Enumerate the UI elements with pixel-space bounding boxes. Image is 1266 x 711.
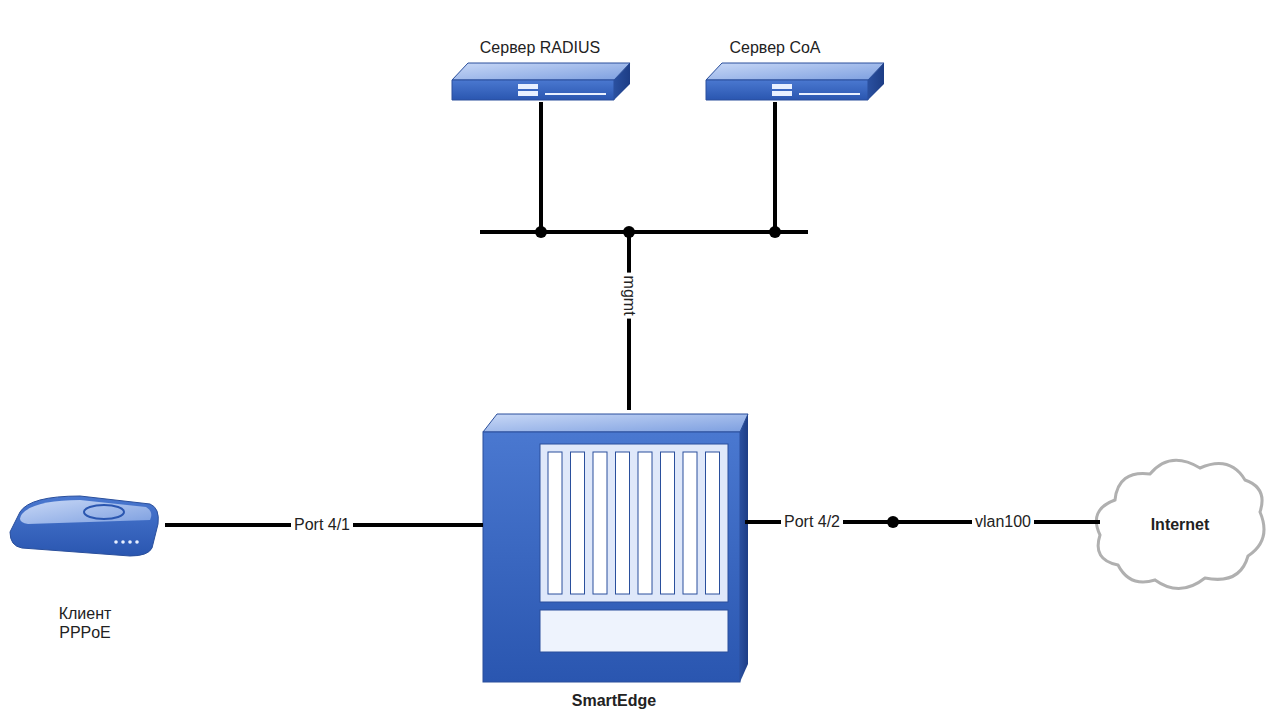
link-label: Port 4/1 xyxy=(291,515,353,534)
cloud-node: Internet xyxy=(1100,470,1260,580)
port-label: Port 4/2 xyxy=(781,512,843,531)
interface-label: mgmt xyxy=(619,273,638,319)
network-link xyxy=(629,102,775,410)
node-label: Сервер CoA xyxy=(729,38,820,57)
link-label: vlan100 xyxy=(972,512,1034,531)
router-node: SmartEdge xyxy=(483,410,745,710)
server-node: Сервер CoA xyxy=(675,38,875,102)
modem-icon xyxy=(10,496,158,556)
server-icon xyxy=(706,63,884,100)
node-label: Клиент PPPoE xyxy=(45,604,125,642)
network-link xyxy=(541,102,629,410)
router-chassis xyxy=(483,414,748,682)
client-node: Клиент PPPoE xyxy=(5,492,165,642)
cloud-shape xyxy=(1096,460,1264,588)
node-label: SmartEdge xyxy=(572,691,656,710)
node-label: Internet xyxy=(1151,515,1210,534)
node-label: Сервер RADIUS xyxy=(480,38,600,57)
server-icon xyxy=(452,63,630,100)
server-node: Сервер RADIUS xyxy=(440,38,640,102)
